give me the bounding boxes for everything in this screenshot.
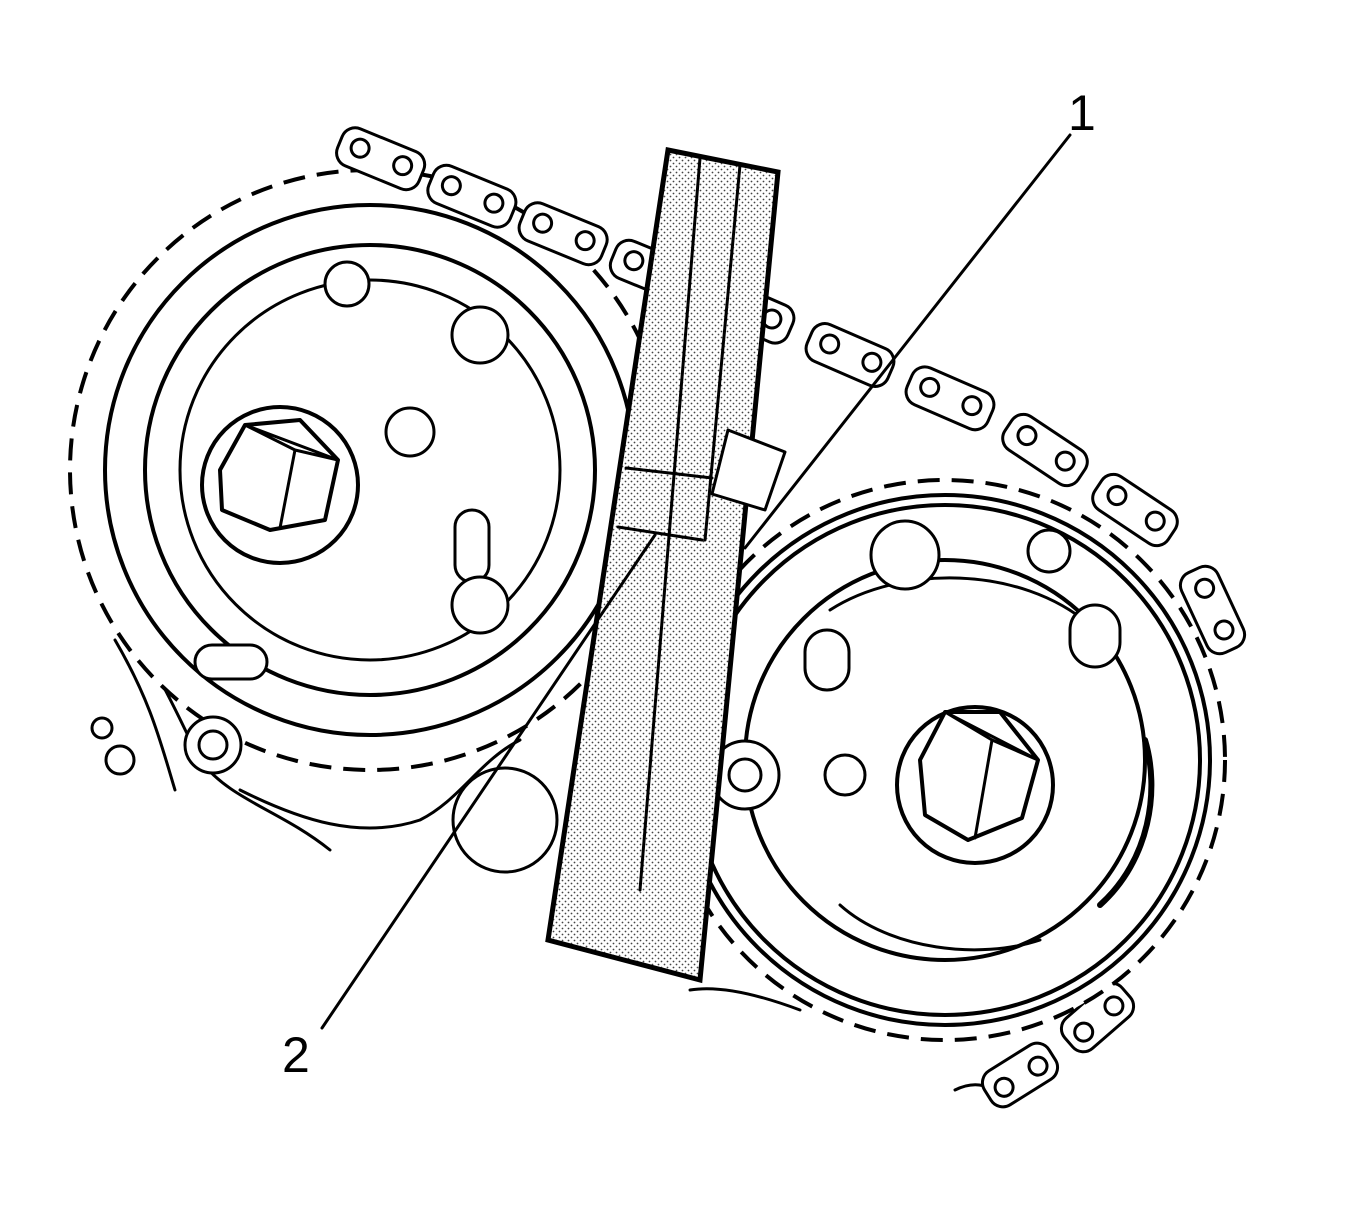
- left-sprocket-bolt: [200, 405, 360, 565]
- right-sprocket-bolt: [895, 705, 1055, 865]
- callout-2-label: 2: [282, 1027, 310, 1083]
- timing-chain-lower: [980, 981, 1136, 1109]
- chain-link: [426, 163, 518, 229]
- chain-link: [1059, 981, 1136, 1054]
- chain-link: [335, 126, 427, 192]
- leader-line-2: [320, 533, 657, 1030]
- chain-link: [1091, 472, 1179, 548]
- alignment-strip: [545, 147, 781, 984]
- chain-link: [980, 1041, 1060, 1109]
- leader-lines: [320, 133, 1072, 1030]
- alignment-mark-block: [710, 428, 787, 512]
- leader-line-1: [743, 133, 1072, 550]
- chain-link: [517, 201, 609, 267]
- chain-link: [1001, 412, 1089, 488]
- chain-link: [804, 322, 896, 388]
- chain-link: [904, 365, 996, 432]
- callout-1-label: 1: [1068, 85, 1096, 141]
- chain-link: [1178, 564, 1247, 656]
